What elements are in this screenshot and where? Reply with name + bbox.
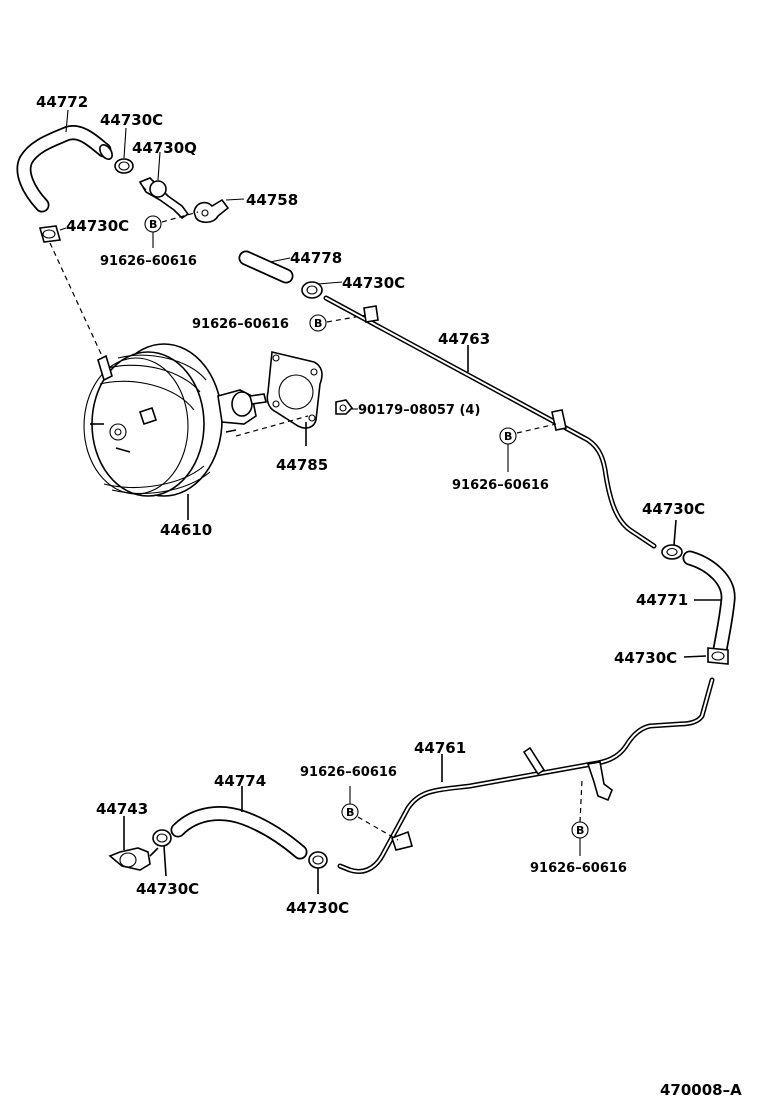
label-44730c-mid: 44730C [342,274,405,292]
label-44758: 44758 [246,191,298,209]
clip-b-mid: B [309,314,327,332]
label-44743: 44743 [96,800,148,818]
label-91626-bottom: 91626–60616 [300,765,397,780]
clip-b-bottom: B [341,803,359,821]
label-44730c-left: 44730C [66,217,129,235]
pipe-44763 [323,295,657,549]
label-91626-mid: 91626–60616 [192,317,289,332]
svg-text:B: B [576,824,584,837]
label-44771: 44771 [636,591,688,609]
label-44778: 44778 [290,249,342,267]
label-44730c-top: 44730C [100,111,163,129]
clamp-44730c-mid [301,281,323,299]
dash-gasket [235,415,309,437]
leader-44730c-bl [163,845,167,877]
label-44730q: 44730Q [132,139,197,157]
svg-text:B: B [504,430,512,443]
label-44730c-r2: 44730C [614,649,677,667]
valve-44730q [138,177,190,220]
figure-code: 470008–A [660,1081,742,1099]
clip-b-right: B [499,427,517,445]
leader-44758 [225,198,245,201]
hose-44774 [170,806,308,860]
label-91626-bottom-right: 91626–60616 [530,861,627,876]
svg-text:B: B [346,806,354,819]
dash-clip-bottom-right [579,779,583,823]
label-44730c-r1: 44730C [642,500,705,518]
leader-44730c-left [59,227,67,231]
leader-44730c-mid [317,281,343,285]
brake-booster-44610 [83,343,267,497]
leader-44730c-top [123,127,127,159]
label-91626-top: 91626–60616 [100,254,197,269]
label-91626-right: 91626–60616 [452,478,549,493]
label-44772: 44772 [36,93,88,111]
leader-44778 [269,257,291,263]
clamp-44730c-bm [308,851,328,869]
label-44610: 44610 [160,521,212,539]
label-44730c-bl: 44730C [136,880,199,898]
gasket-44785 [266,351,323,429]
leader-44772 [65,109,69,133]
clamp-44730c-r2 [707,647,729,665]
svg-text:B: B [149,218,157,231]
label-44774: 44774 [214,772,266,790]
hose-44778 [238,250,294,284]
leader-44730c-r2 [683,655,707,658]
dash-left-booster [49,242,103,357]
label-44785: 44785 [276,456,328,474]
svg-text:B: B [314,317,322,330]
nut-90179 [335,399,354,415]
hose-44771 [682,550,736,658]
leader-44730c-r1 [673,519,677,546]
label-90179: 90179–08057 (4) [358,403,480,418]
clip-b-top: B [144,215,162,233]
label-44763: 44763 [438,330,490,348]
clamp-44730c-bl [152,829,172,847]
clamp-44730c-top [114,158,134,174]
hose-44772 [16,125,113,213]
clip-b-bottom-right: B [571,821,589,839]
bracket-44758 [193,198,230,224]
check-valve-44743 [108,847,159,871]
label-44761: 44761 [414,739,466,757]
dash-clip-bottom [357,816,399,841]
pipe-44761 [337,677,715,874]
clamp-44730c-r1 [661,544,683,560]
dash-clip-top [161,211,199,223]
label-44730c-bm: 44730C [286,899,349,917]
dash-clip-right [516,423,557,434]
leader-44730q [157,151,161,181]
clamp-44730c-left [38,225,62,243]
